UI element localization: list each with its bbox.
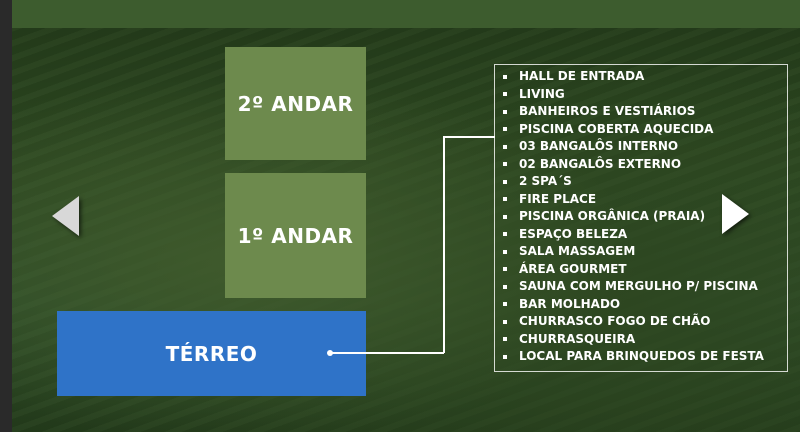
amenity-item: HALL DE ENTRADA — [503, 68, 787, 86]
previous-arrow-icon[interactable] — [52, 196, 79, 236]
amenity-label: ESPAÇO BELEZA — [519, 226, 628, 241]
bullet-icon — [503, 162, 507, 166]
floor-1-button[interactable]: 1º ANDAR — [225, 173, 366, 298]
bullet-icon — [503, 249, 507, 254]
bullet-icon — [503, 179, 507, 184]
amenity-label: LOCAL PARA BRINQUEDOS DE FESTA — [519, 349, 764, 363]
bullet-icon — [503, 197, 507, 201]
bullet-icon — [503, 232, 507, 236]
amenity-label: SALA MASSAGEM — [519, 244, 636, 258]
bullet-icon — [503, 319, 507, 324]
amenity-item: BANHEIROS E VESTIÁRIOS — [503, 103, 787, 121]
amenity-label: ÁREA GOURMET — [519, 261, 627, 276]
bullet-icon — [503, 144, 507, 149]
connector-line — [443, 136, 495, 138]
amenity-item: ÁREA GOURMET — [503, 261, 787, 279]
amenity-label: SAUNA COM MERGULHO P/ PISCINA — [519, 279, 758, 293]
amenity-item: CHURRASCO FOGO DE CHÃO — [503, 313, 787, 331]
amenity-item: CHURRASQUEIRA — [503, 331, 787, 349]
amenity-item: PISCINA COBERTA AQUECIDA — [503, 121, 787, 139]
connector-line — [330, 352, 444, 354]
left-edge-strip — [0, 0, 12, 432]
amenity-item: BAR MOLHADO — [503, 296, 787, 314]
bullet-icon — [503, 354, 507, 359]
ground-floor-button[interactable]: TÉRREO — [57, 311, 366, 396]
bullet-icon — [503, 127, 507, 131]
connector-line — [443, 136, 445, 353]
bullet-icon — [503, 302, 507, 306]
bullet-icon — [503, 109, 507, 114]
amenity-item: LOCAL PARA BRINQUEDOS DE FESTA — [503, 348, 787, 366]
amenity-item: 03 BANGALÔS INTERNO — [503, 138, 787, 156]
amenity-label: BAR MOLHADO — [519, 296, 621, 311]
next-arrow-icon[interactable] — [722, 194, 749, 234]
bullet-icon — [503, 74, 507, 79]
amenity-item: SAUNA COM MERGULHO P/ PISCINA — [503, 278, 787, 296]
bullet-icon — [503, 267, 507, 271]
amenity-label: LIVING — [519, 86, 565, 101]
amenity-item: SALA MASSAGEM — [503, 243, 787, 261]
bullet-icon — [503, 284, 507, 289]
amenity-label: PISCINA ORGÂNICA (PRAIA) — [519, 209, 706, 223]
amenity-label: 02 BANGALÔS EXTERNO — [519, 156, 682, 171]
amenity-item: 2 SPA´S — [503, 173, 787, 191]
bullet-icon — [503, 92, 507, 96]
amenities-list: HALL DE ENTRADA LIVING BANHEIROS E VESTIÁR… — [495, 65, 787, 366]
amenity-label: CHURRASQUEIRA — [519, 331, 636, 346]
amenity-label: 03 BANGALÔS INTERNO — [519, 139, 679, 153]
amenity-item: 02 BANGALÔS EXTERNO — [503, 156, 787, 174]
ground-floor-label: TÉRREO — [165, 341, 258, 366]
bullet-icon — [503, 337, 507, 341]
amenity-label: PISCINA COBERTA AQUECIDA — [519, 121, 714, 136]
amenity-item: ESPAÇO BELEZA — [503, 226, 787, 244]
amenities-list-box: HALL DE ENTRADA LIVING BANHEIROS E VESTIÁR… — [494, 64, 788, 372]
floor-2-label: 2º ANDAR — [237, 91, 354, 116]
floor-1-label: 1º ANDAR — [237, 223, 354, 248]
amenity-label: FIRE PLACE — [519, 191, 597, 206]
amenity-item: PISCINA ORGÂNICA (PRAIA) — [503, 208, 787, 226]
amenity-label: 2 SPA´S — [519, 174, 572, 188]
amenity-item: FIRE PLACE — [503, 191, 787, 209]
amenity-item: LIVING — [503, 86, 787, 104]
bullet-icon — [503, 214, 507, 219]
amenity-label: HALL DE ENTRADA — [519, 69, 645, 83]
amenity-label: BANHEIROS E VESTIÁRIOS — [519, 104, 696, 118]
top-band — [12, 0, 800, 28]
floor-2-button[interactable]: 2º ANDAR — [225, 47, 366, 160]
amenity-label: CHURRASCO FOGO DE CHÃO — [519, 314, 711, 328]
